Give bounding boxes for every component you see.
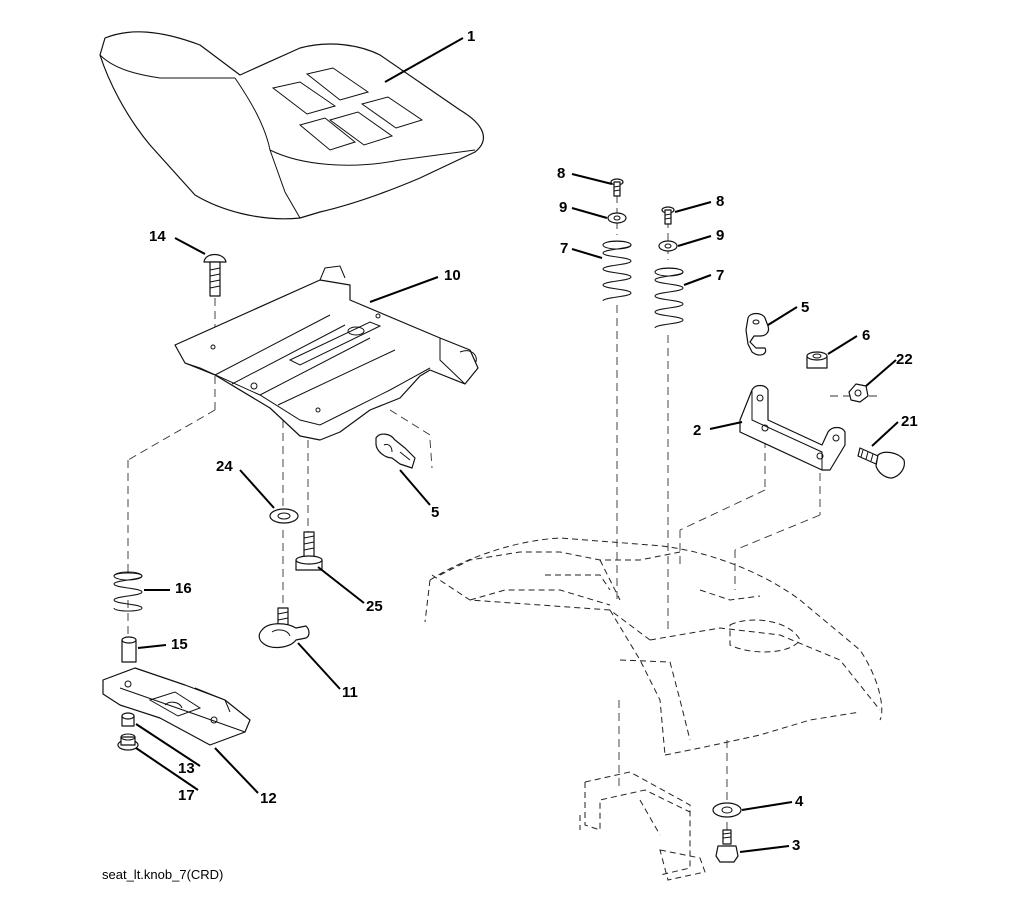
carriage-bolt	[203, 253, 227, 297]
callout-nut-22: 22	[896, 351, 913, 368]
bushing-6	[806, 351, 828, 369]
callout-seat: 1	[467, 28, 475, 45]
assembly-centerlines	[127, 195, 878, 840]
callout-bolt-3: 3	[792, 837, 800, 854]
washer-9-right	[658, 240, 678, 252]
callout-bolt-21: 21	[901, 413, 918, 430]
leader-lines	[135, 37, 899, 853]
callout-slide-plate-12: 12	[260, 790, 277, 807]
nut-13	[121, 712, 135, 727]
shoulder-bolt-25	[295, 531, 323, 571]
callout-nut-17: 17	[178, 787, 195, 804]
callout-carriage-bolt: 14	[149, 228, 166, 245]
hex-bolt-3	[715, 829, 739, 863]
flat-washer-4	[712, 802, 742, 818]
callout-washer-9-right: 9	[716, 227, 724, 244]
seat-pan	[174, 265, 479, 441]
callout-clip-left: 5	[431, 504, 439, 521]
callout-screw-8-right: 8	[716, 193, 724, 210]
spring-7-right	[654, 267, 684, 329]
callout-washer-24: 24	[216, 458, 233, 475]
callout-bracket-2: 2	[693, 422, 701, 439]
slide-plate	[102, 667, 251, 746]
callout-seat-pan: 10	[444, 267, 461, 284]
seat	[99, 31, 484, 220]
screw-8-left	[610, 178, 624, 197]
callout-spring-16: 16	[175, 580, 192, 597]
callout-knob-11: 11	[342, 684, 358, 701]
callout-washer-4: 4	[795, 793, 804, 810]
callout-screw-8-left: 8	[557, 165, 565, 182]
callout-spacer-15: 15	[171, 636, 188, 653]
screw-8-right	[661, 206, 675, 225]
fender-ghost	[424, 537, 883, 756]
spacer-15	[121, 636, 137, 663]
compression-spring-16	[113, 571, 143, 612]
callout-bolt-25: 25	[366, 598, 383, 615]
seat-clip-right	[745, 312, 770, 356]
seat-bracket	[739, 384, 846, 471]
washer-9-left	[607, 212, 627, 224]
lower-mount-ghost	[579, 771, 706, 881]
diagram-caption: seat_lt.knob_7(CRD)	[102, 867, 223, 882]
flat-washer-24	[269, 508, 299, 524]
callout-clip-right: 5	[801, 299, 809, 316]
callout-nut-13: 13	[178, 760, 195, 777]
seat-clip-left	[375, 433, 416, 469]
callout-spring-7-right: 7	[716, 267, 724, 284]
shoulder-bolt-21	[857, 447, 905, 479]
callout-washer-9-left: 9	[559, 199, 567, 216]
callout-spring-7-left: 7	[560, 240, 568, 257]
hex-nut-22	[848, 383, 869, 403]
callout-bushing-6: 6	[862, 327, 870, 344]
adjustment-knob	[258, 607, 310, 649]
spring-7-left	[602, 240, 632, 302]
callout-labels: 1 10 14 5 24 25 16 15 11 12 13 17 8 8 9 …	[149, 28, 918, 854]
flange-nut-17	[117, 733, 139, 751]
